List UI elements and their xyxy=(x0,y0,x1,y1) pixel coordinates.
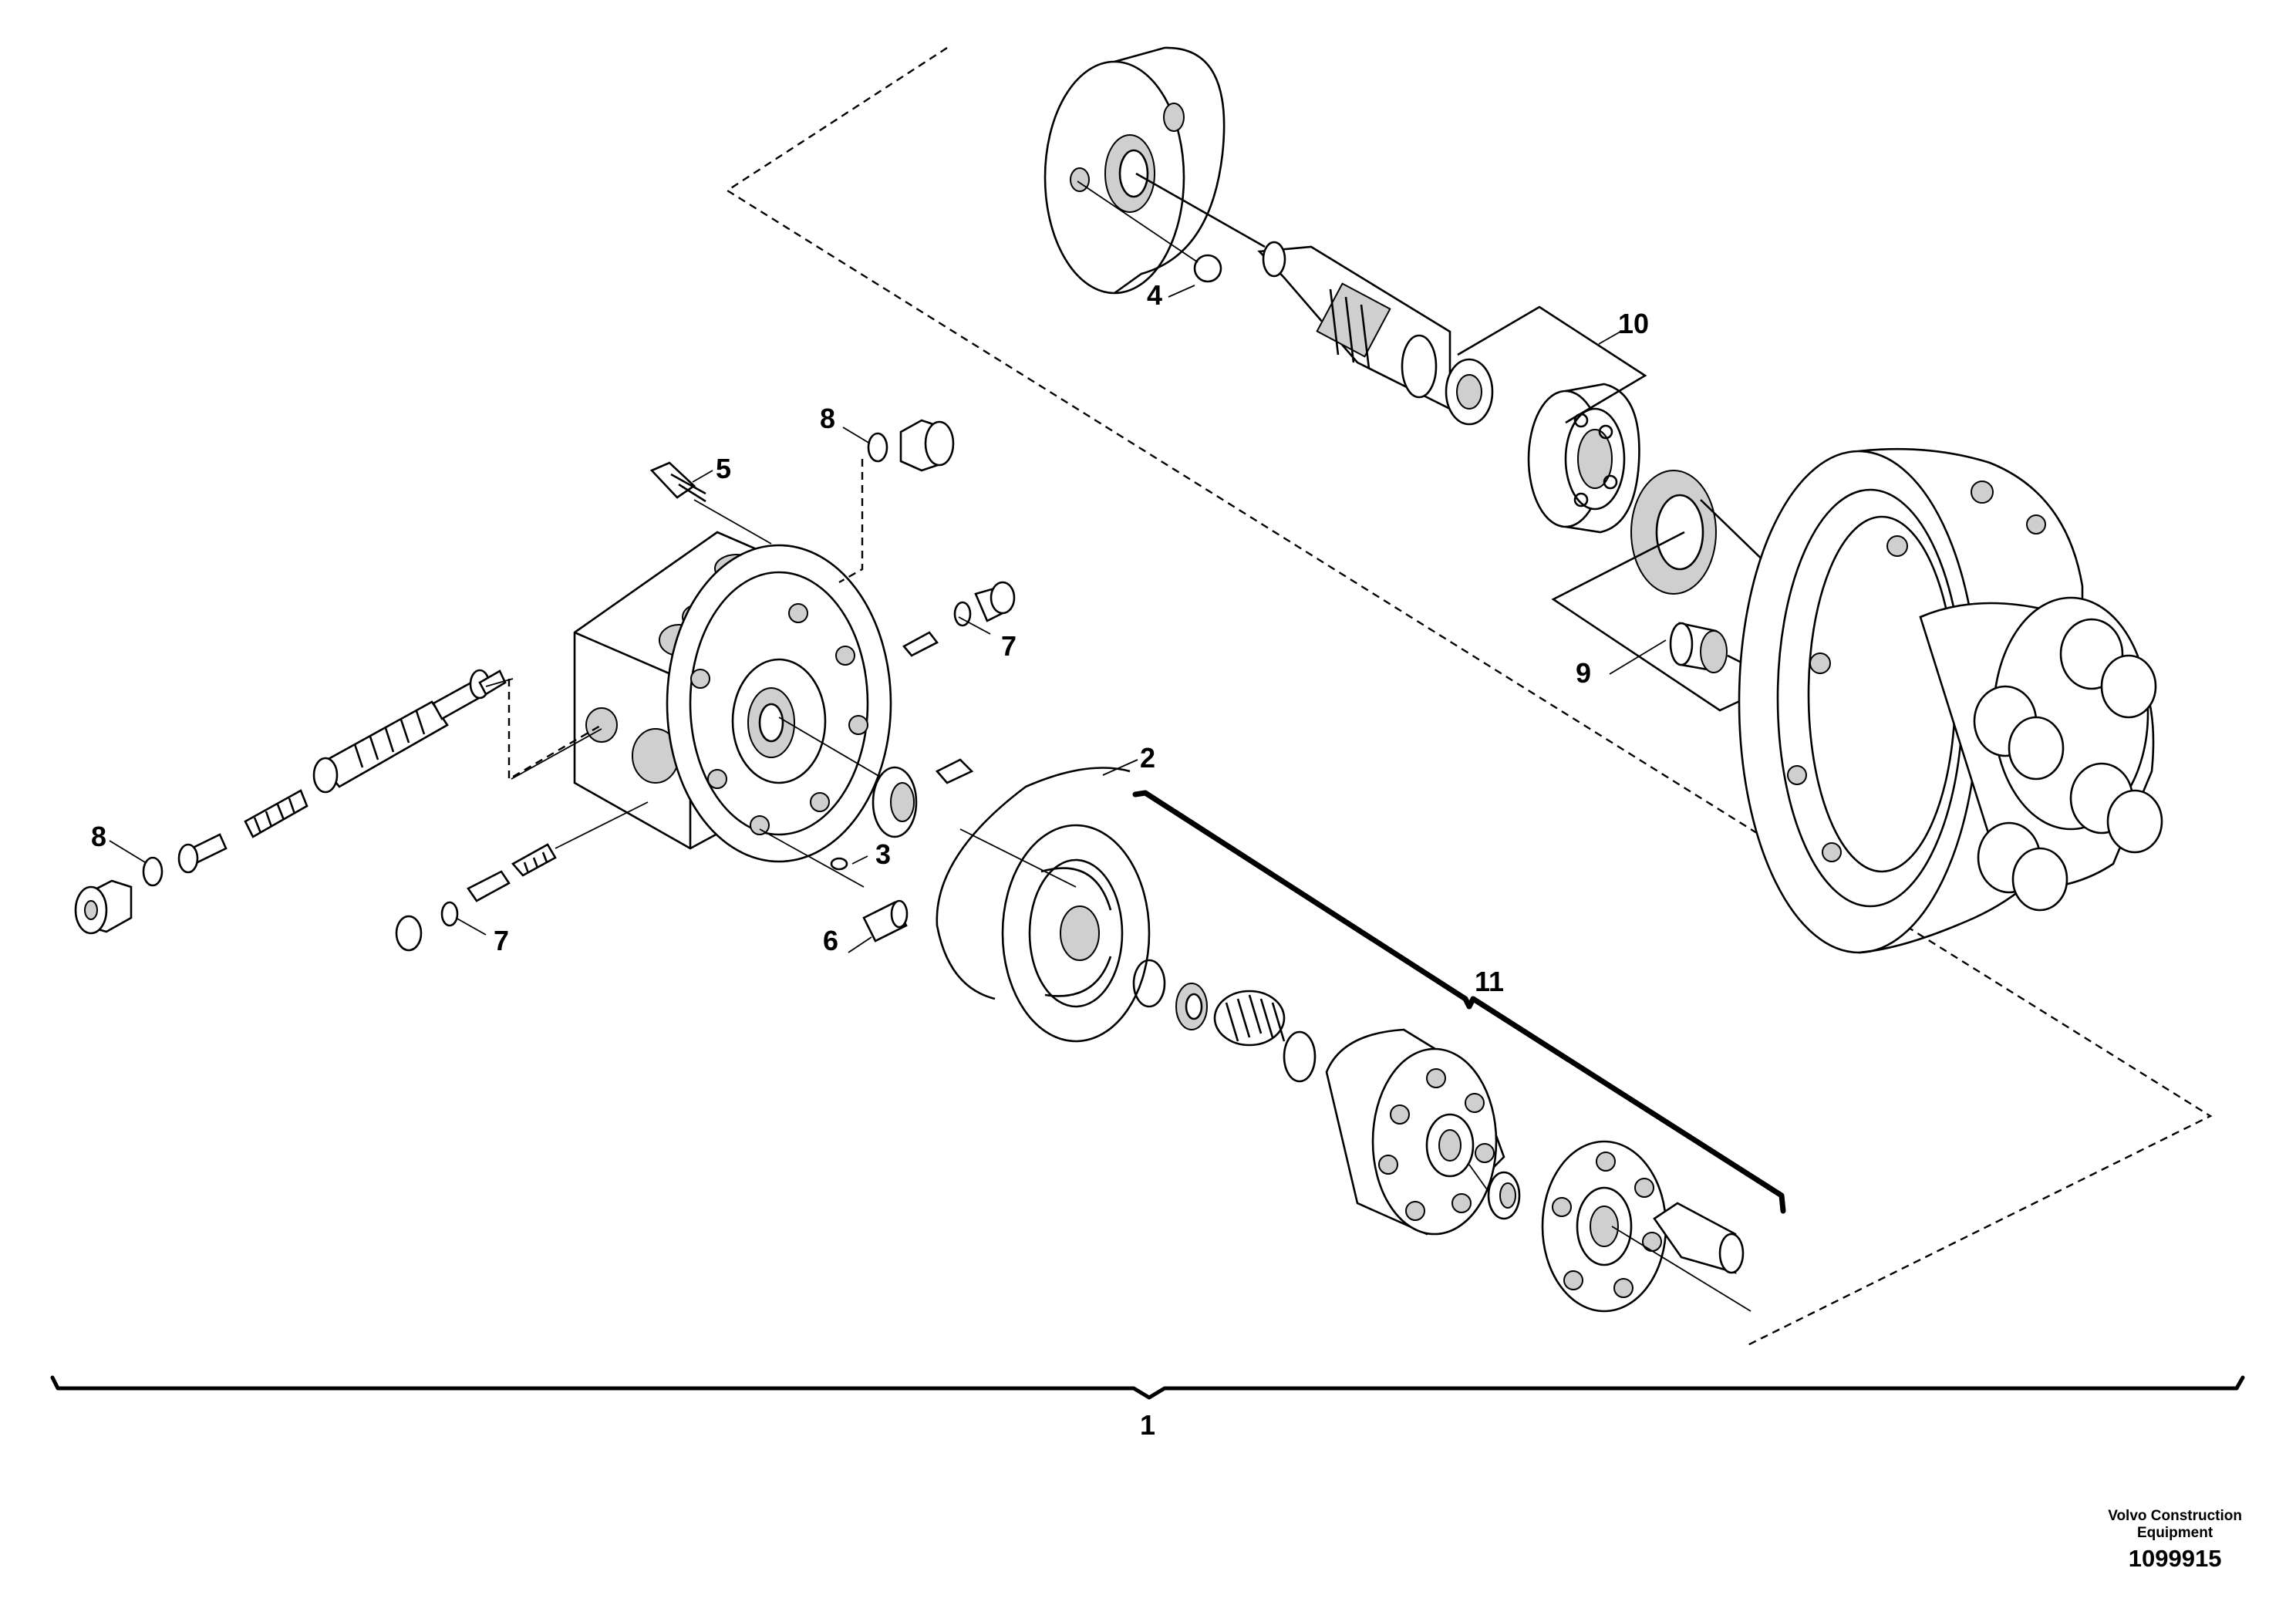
plug-7-right xyxy=(902,581,1016,657)
leader-8-left xyxy=(109,840,146,863)
motor-housing xyxy=(1738,447,2163,954)
oil-seal xyxy=(1630,470,1775,595)
leader-4b xyxy=(1168,285,1195,298)
plug-7-left xyxy=(395,801,649,952)
o-ring-3 xyxy=(830,857,848,871)
leader-5 xyxy=(692,470,713,483)
bearing xyxy=(1527,383,1640,534)
callout-2: 2 xyxy=(1140,742,1155,774)
pin-axis xyxy=(759,828,865,888)
callout-10: 10 xyxy=(1618,308,1649,339)
leader-8-top xyxy=(842,427,871,444)
callout-7-right: 7 xyxy=(1001,630,1017,662)
small-bearing xyxy=(872,766,918,838)
check-ball xyxy=(1193,254,1222,283)
leader-2 xyxy=(1102,759,1138,776)
bracket-9 xyxy=(1551,531,1745,712)
brand-line-2: Equipment xyxy=(2137,1525,2213,1541)
figure-number: 1099915 xyxy=(2128,1545,2222,1572)
bracket-11 xyxy=(1132,790,1786,1214)
hub-studs xyxy=(1973,618,2163,912)
pin-small xyxy=(935,758,974,784)
plug-8-left xyxy=(74,856,164,935)
leader-3 xyxy=(851,855,868,865)
brand-line-1: Volvo Construction xyxy=(2108,1508,2242,1524)
brace-1 xyxy=(50,1375,2245,1400)
callout-4: 4 xyxy=(1147,279,1162,311)
leader-7-right xyxy=(958,616,991,635)
callout-8-top: 8 xyxy=(820,403,835,434)
leader-spool xyxy=(511,728,602,780)
bracket-10 xyxy=(1457,305,1647,424)
callout-7-left: 7 xyxy=(494,925,509,956)
leader-9 xyxy=(1609,639,1667,675)
leader-7-left xyxy=(455,917,487,936)
callout-9: 9 xyxy=(1576,657,1591,689)
leader-10 xyxy=(1598,331,1621,345)
shoe-plate xyxy=(1541,1140,1667,1313)
callout-1: 1 xyxy=(1140,1409,1155,1441)
pin-6 xyxy=(862,899,909,943)
callout-11: 11 xyxy=(1475,966,1504,997)
leader-6 xyxy=(848,936,872,953)
callout-8-left: 8 xyxy=(91,821,106,852)
callout-5: 5 xyxy=(716,453,731,484)
dash-spool xyxy=(507,679,602,781)
callout-3: 3 xyxy=(875,838,891,870)
figure-footer: Volvo Construction Equipment 1099915 xyxy=(2108,1508,2242,1573)
valve-plate-2 xyxy=(936,767,1151,1043)
cylinder-block xyxy=(1325,1028,1505,1236)
callout-6: 6 xyxy=(823,925,838,956)
bolt-5 xyxy=(649,461,772,545)
plate-axis xyxy=(959,828,1077,888)
pin-end xyxy=(1611,1202,1752,1312)
drive-shaft xyxy=(1135,172,1494,426)
dash-8-top xyxy=(838,459,864,584)
leader-4 xyxy=(1077,180,1199,263)
valve-block xyxy=(573,531,892,863)
retainer xyxy=(1487,1171,1521,1220)
plug-8-top xyxy=(867,419,955,472)
assembly-outline xyxy=(725,46,2213,1348)
spool-assembly xyxy=(177,669,514,874)
piston-group xyxy=(1132,959,1317,1083)
valve-plate-disc xyxy=(1043,46,1226,295)
plug-9 xyxy=(1669,622,1759,673)
